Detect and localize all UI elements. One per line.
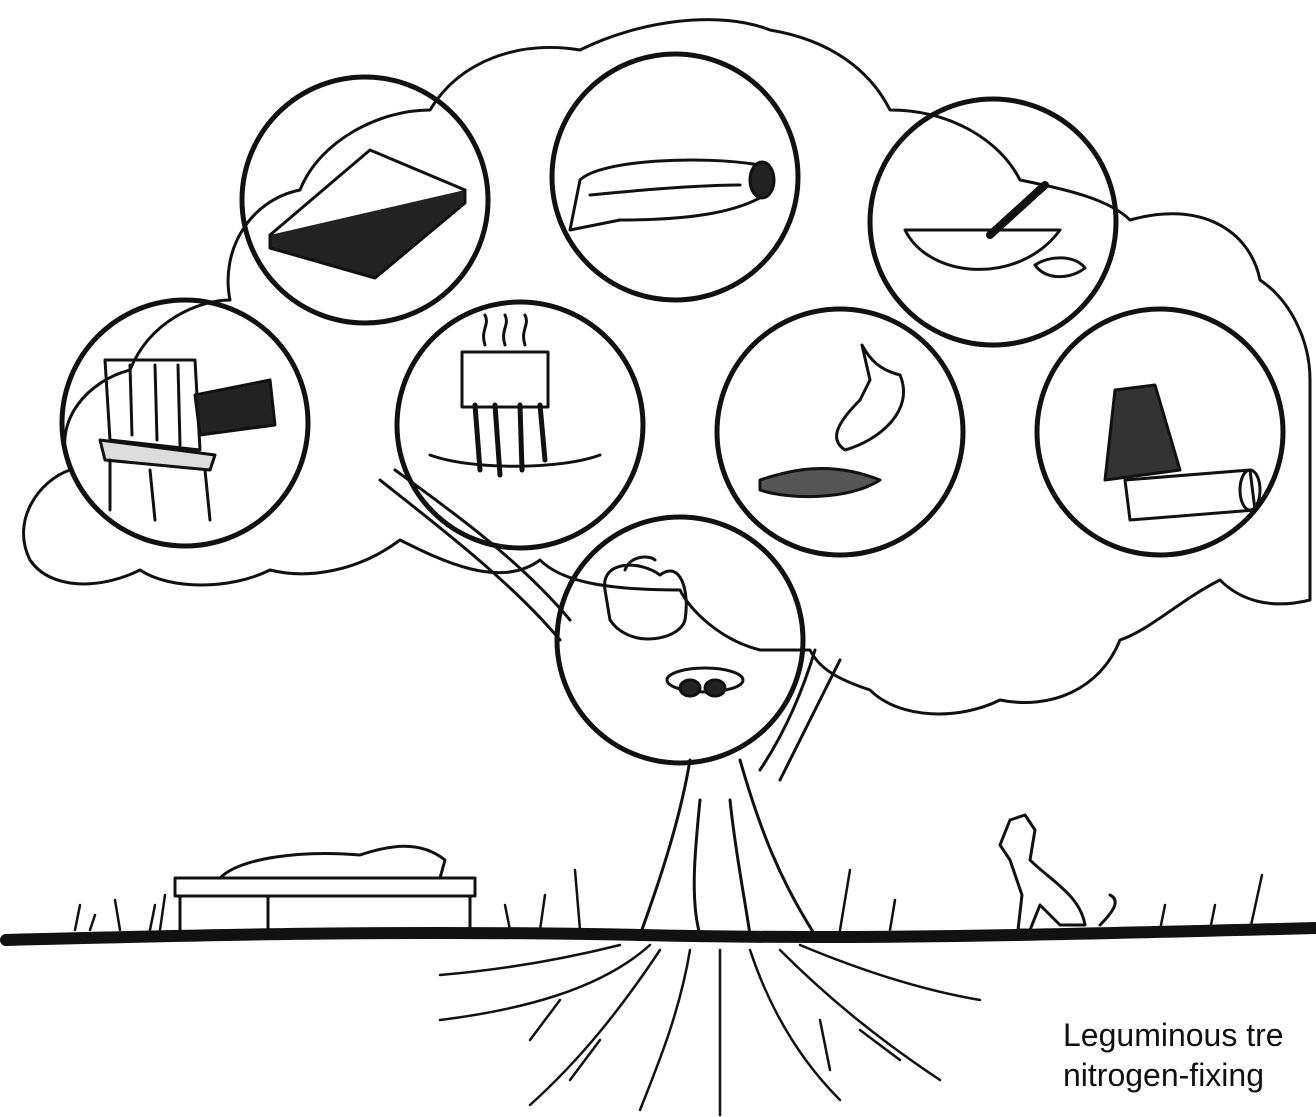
tree-trunk (640, 650, 840, 935)
ground-line (6, 928, 1316, 940)
factory-icon (1105, 385, 1260, 520)
dog (1000, 815, 1115, 930)
cooking-pot-icon (430, 315, 600, 475)
tree-roots (440, 945, 980, 1115)
use-circle-fodder (717, 309, 963, 555)
tree-canopy (24, 20, 1310, 714)
caption-line-2: nitrogen-fixing (1063, 1055, 1316, 1095)
fruit-icon (605, 557, 743, 696)
cot-with-sleeper (175, 846, 475, 932)
cow-head-icon (760, 345, 904, 497)
mortar-pestle-icon (905, 185, 1085, 277)
use-circle-fruit (557, 517, 803, 763)
caption-line-1: Leguminous tre (1063, 1015, 1316, 1055)
paper-roll-icon (570, 160, 774, 230)
tree-branch (380, 470, 570, 640)
book-icon (270, 150, 465, 278)
caption: Leguminous tre nitrogen-fixing (1063, 1015, 1316, 1095)
chair-icon (100, 360, 275, 520)
use-circle-mortar (870, 99, 1116, 345)
